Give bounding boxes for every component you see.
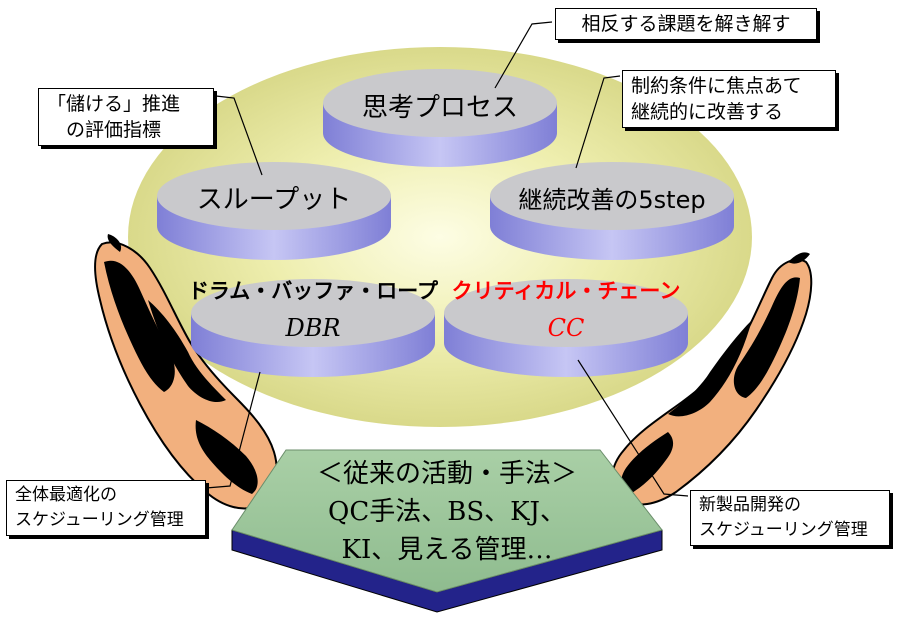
callout-product-development: 新製品開発の スケジューリング管理 [690,490,890,546]
callout-product-line1: 新製品開発の [699,495,801,515]
disc-dbr [191,279,435,377]
disc-abbr-dbr: DBR [285,314,341,342]
base-title: ＜従来の活動・手法＞ [317,459,577,489]
callout-constraint-line1: 制約条件に焦点あて [631,75,802,97]
disc-label-continuous-improvement: 継続改善の5step [518,186,705,214]
right-hand-icon [611,252,813,506]
callout-connectors [205,21,689,497]
callout-profit-line1: 「儲ける」推進 [47,93,181,115]
disc-continuous-improvement [490,162,734,260]
disc-cc [444,279,688,377]
callout-profit: 「儲ける」推進 の評価指標 [38,88,214,146]
callout-global-optimization: 全体最適化の スケジューリング管理 [6,480,206,536]
callout-constraint-line2: 継続的に改善する [631,101,784,123]
disc-thinking-process [323,69,557,167]
disc-throughput [157,162,391,260]
left-hand-icon [94,234,278,510]
base-methods-line2: KI、見える管理… [342,535,553,565]
base-prism [231,449,663,613]
callout-conflict: 相反する課題を解き解す [555,8,817,40]
callout-global-line2: スケジューリング管理 [15,510,184,530]
base-methods-line1: QC手法、BS、KJ、 [328,497,566,527]
disc-abbr-cc: CC [548,314,585,342]
callout-global-line1: 全体最適化の [15,485,117,505]
disc-label-thinking-process: 思考プロセス [362,93,518,123]
callout-conflict-text: 相反する課題を解き解す [581,13,791,35]
callout-profit-line2: の評価指標 [47,119,162,141]
disc-label-throughput: スループット [197,185,351,215]
disc-label-cc: クリティカル・チェーン [452,279,681,303]
callout-constraint: 制約条件に焦点あて 継続的に改善する [622,70,836,128]
callout-product-line2: スケジューリング管理 [699,520,868,540]
disc-label-dbr: ドラム・バッファ・ロープ [188,279,439,303]
